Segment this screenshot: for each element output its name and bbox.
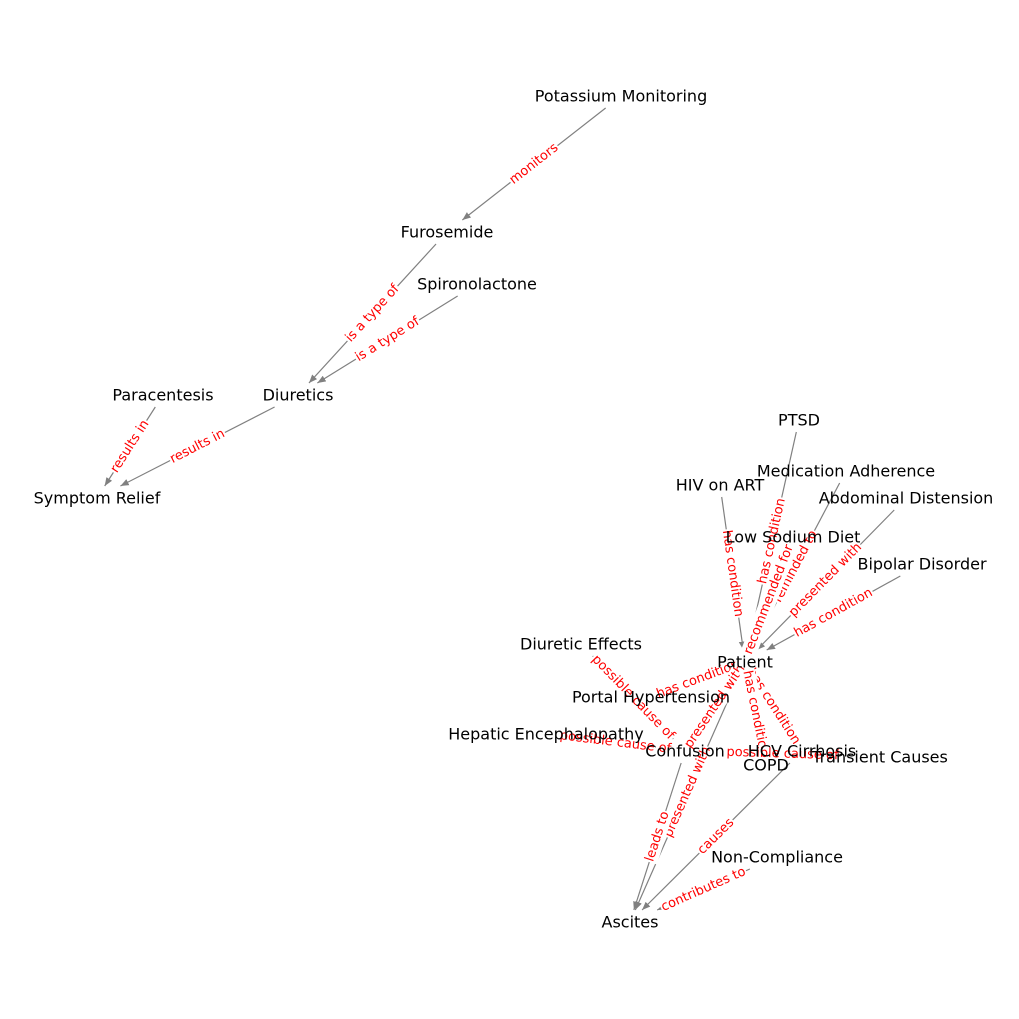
node-diuretics: Diuretics (263, 386, 334, 405)
node-ascites: Ascites (602, 913, 659, 932)
edge-label-background (505, 139, 563, 189)
edge-label-background (641, 808, 674, 865)
edge-label: monitors (507, 140, 562, 187)
edge-label-background (557, 727, 674, 758)
edge-label-background (790, 584, 877, 642)
node-confusion: Confusion (645, 742, 725, 761)
edge-label: results in (168, 426, 228, 467)
node-low-sodium-diet: Low Sodium Diet (726, 528, 861, 547)
edge-label-group: monitors (505, 139, 563, 189)
node-hepatic-encephalopathy: Hepatic Encephalopathy (448, 725, 644, 744)
edge-label-background (738, 668, 773, 759)
node-furosemide: Furosemide (401, 223, 494, 242)
edge-label-group: results in (106, 416, 154, 477)
node-abdominal-distension: Abdominal Distension (819, 489, 994, 508)
edge-label-background (693, 814, 739, 859)
nodes-layer: Potassium MonitoringFurosemideSpironolac… (34, 87, 994, 932)
node-potassium-monitoring: Potassium Monitoring (535, 87, 707, 106)
edge-label-background (754, 495, 790, 587)
edge-label-background (718, 528, 747, 619)
edge-label: results in (108, 417, 153, 475)
edge-label-background (341, 280, 404, 347)
edge-label-background (725, 744, 840, 764)
edge-label-background (784, 538, 867, 622)
node-bipolar-disorder: Bipolar Disorder (857, 555, 986, 574)
node-copd: COPD (743, 756, 789, 775)
node-ptsd: PTSD (778, 411, 820, 430)
edge-label-group: contributes to (657, 863, 750, 916)
node-patient: Patient (717, 653, 773, 672)
edge-label-group: results in (166, 425, 229, 468)
node-portal-hypertension: Portal Hypertension (572, 688, 730, 707)
edge-label-background (660, 743, 715, 841)
edge-label-background (653, 656, 743, 703)
edge-label-background (106, 416, 154, 477)
node-paracentesis: Paracentesis (112, 386, 213, 405)
edge-label-background (587, 650, 679, 745)
edge-label: possible cause of (726, 745, 839, 763)
node-medication-adherence: Medication Adherence (757, 462, 935, 481)
node-spironolactone: Spironolactone (417, 275, 537, 294)
node-hiv-on-art: HIV on ART (676, 476, 765, 495)
node-symptom-relief: Symptom Relief (34, 489, 161, 508)
edge-label: contributes to (659, 864, 748, 915)
edge-label-background (351, 313, 424, 366)
edge-label-background (680, 660, 750, 753)
node-hcv-cirrhosis: HCV Cirrhosis (748, 742, 857, 761)
node-non-compliance: Non-Compliance (711, 848, 843, 867)
edge-label-background (166, 425, 229, 468)
edge-label-group: possible cause of (725, 744, 840, 764)
edge-label-background (657, 863, 750, 916)
node-diuretic-effects: Diuretic Effects (520, 635, 642, 654)
node-transient-causes: Transient Causes (811, 748, 948, 767)
edge-label-background (742, 664, 805, 749)
edge-label-background (740, 541, 798, 658)
